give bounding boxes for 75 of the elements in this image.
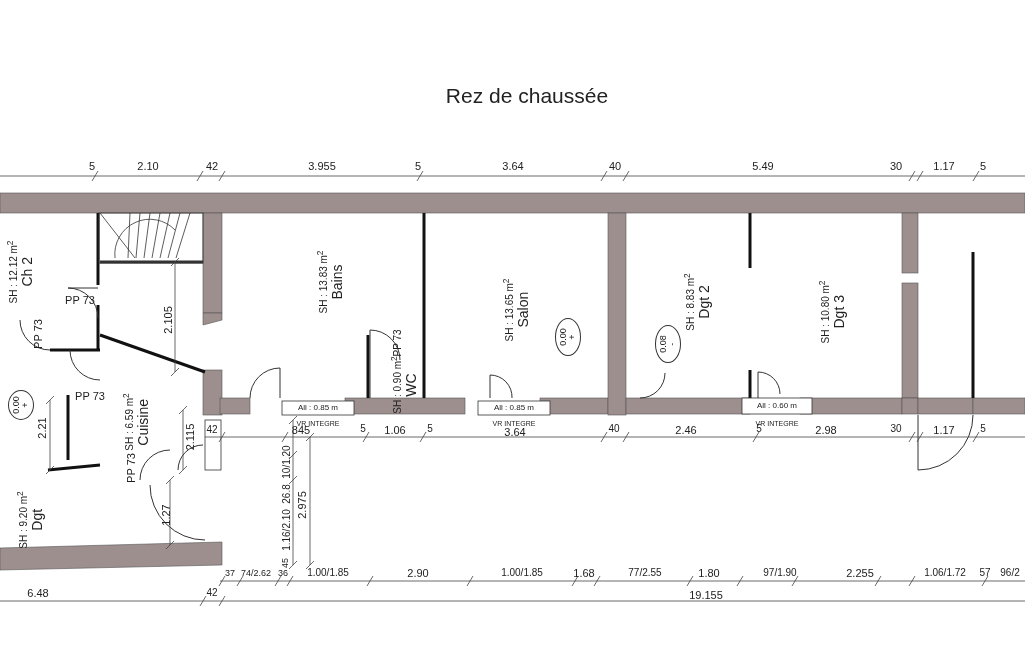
dimension-text: 2.255 bbox=[846, 567, 874, 579]
dimension-text: 3.64 bbox=[504, 426, 526, 438]
level-marker bbox=[8, 390, 34, 420]
dimension-text: 5.49 bbox=[752, 160, 774, 172]
level-sign: + bbox=[21, 401, 30, 410]
room-name: Dgt 3 bbox=[831, 294, 847, 331]
window-label: All : 0.85 m bbox=[298, 404, 338, 412]
dimension-text: 1.17 bbox=[933, 160, 955, 172]
dimension-text: 1.27 bbox=[160, 504, 172, 526]
dimension-text: 40 bbox=[608, 160, 622, 172]
dimension-text: 1.17 bbox=[933, 424, 955, 436]
dimension-text: 5 bbox=[414, 160, 422, 172]
room-name: WC bbox=[403, 372, 419, 399]
dimension-text: 2.105 bbox=[162, 306, 174, 334]
room-name: Bains bbox=[329, 263, 345, 302]
window-label: All : 0.85 m bbox=[494, 404, 534, 412]
dimension-text: 42 bbox=[206, 588, 218, 598]
dimension-text: 45 bbox=[280, 558, 290, 568]
dimension-text: 2.98 bbox=[815, 424, 837, 436]
dimension-text: 42 bbox=[206, 425, 218, 435]
dimension-text: 30 bbox=[889, 160, 903, 172]
room-name: Ch 2 bbox=[19, 256, 35, 289]
dimension-text: 2.115 bbox=[184, 423, 196, 451]
room-name: Cuisine bbox=[135, 397, 151, 448]
room-name: Dgt bbox=[29, 508, 45, 533]
dimension-text: 40 bbox=[608, 424, 620, 434]
dimension-text: 2.21 bbox=[36, 417, 48, 439]
door-label: PP 73 bbox=[65, 294, 95, 306]
level-sign: - bbox=[668, 341, 677, 348]
door-label: PP 73 bbox=[75, 390, 105, 402]
dimension-text: 5 bbox=[980, 424, 986, 434]
dimension-text: 2.46 bbox=[675, 424, 697, 436]
dimension-text: 19.155 bbox=[689, 589, 723, 601]
dimension-text: 5 bbox=[427, 424, 433, 434]
dimension-text: 26.8 bbox=[282, 484, 292, 504]
dimension-text: 74/2.62 bbox=[241, 568, 271, 578]
level-value: 0.00 bbox=[559, 328, 568, 346]
dimension-text: 5 bbox=[88, 160, 96, 172]
dimension-text: 3.955 bbox=[308, 160, 336, 172]
dimension-text: 6.48 bbox=[27, 587, 49, 599]
dimension-text: 2.10 bbox=[137, 160, 159, 172]
dimension-text: 1.68 bbox=[573, 567, 595, 579]
dimension-text: 37 bbox=[225, 568, 235, 578]
dimension-text: 2.90 bbox=[407, 567, 429, 579]
dimension-text: 1.00/1.85 bbox=[307, 568, 349, 578]
dimension-text: 77/2.55 bbox=[628, 568, 662, 578]
level-marker bbox=[655, 325, 681, 363]
dimension-text: 36 bbox=[278, 568, 288, 578]
dimension-text: 42 bbox=[205, 160, 219, 172]
door-label: PP 73 bbox=[125, 453, 137, 483]
level-marker bbox=[555, 318, 581, 356]
window-label: All : 0.60 m bbox=[757, 402, 797, 410]
dimension-text: 1.00/1.85 bbox=[501, 568, 543, 578]
level-value: 0.08 bbox=[659, 335, 668, 353]
dimension-text: 10/1.20 bbox=[282, 445, 292, 479]
dimension-text: 1.80 bbox=[698, 567, 720, 579]
dimension-text: 5 bbox=[979, 160, 987, 172]
dimension-text: 97/1.90 bbox=[763, 568, 797, 578]
plan-title: Rez de chaussée bbox=[445, 84, 609, 106]
room-name: Dgt 2 bbox=[696, 284, 712, 321]
door-label: PP 73 bbox=[393, 329, 403, 357]
level-sign: + bbox=[568, 333, 577, 342]
dimension-text: 57 bbox=[979, 568, 991, 578]
dimension-text: 96/2 bbox=[1000, 568, 1020, 578]
door-label: PP 73 bbox=[32, 319, 44, 349]
dimension-text: 30 bbox=[890, 424, 902, 434]
dimension-text: 5 bbox=[756, 424, 762, 434]
room-name: Salon bbox=[515, 291, 531, 330]
dimension-text: 1.06/1.72 bbox=[924, 568, 966, 578]
dimension-text: 1.16/2.10 bbox=[282, 509, 292, 551]
level-value: 0.00 bbox=[12, 396, 21, 414]
dimension-text: 3.64 bbox=[502, 160, 524, 172]
dimension-text: 1.06 bbox=[384, 424, 406, 436]
dimension-text: 2.975 bbox=[296, 491, 308, 519]
dimension-text: 5 bbox=[360, 424, 366, 434]
